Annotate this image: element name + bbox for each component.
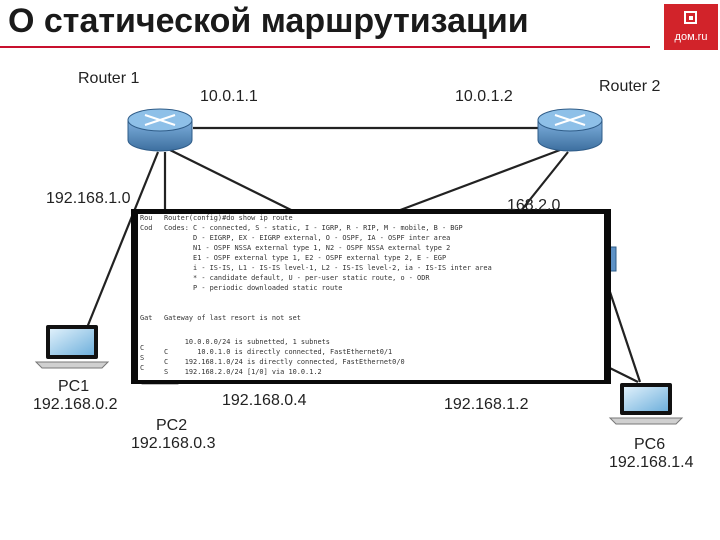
console-line: 10.0.0.0/24 is subnetted, 1 subnets — [164, 338, 330, 346]
router2-icon — [537, 108, 603, 152]
console-back-line: S — [140, 354, 145, 362]
console-back-panel: Rou Cod Gat C S C — [138, 214, 162, 380]
logo-text: дом.ru — [674, 31, 708, 43]
pc2-name-label: PC2 — [156, 417, 188, 434]
pc2-ip-label: 192.168.0.3 — [131, 435, 216, 452]
console-back-line: C — [140, 364, 145, 372]
console-back-line: Rou — [140, 214, 153, 222]
pc1-ip-label: 192.168.0.2 — [33, 396, 118, 413]
title-underline — [0, 46, 650, 48]
router1-icon — [127, 108, 193, 152]
pc6-icon — [608, 383, 684, 425]
console-line: P - periodic downloaded static route — [164, 284, 343, 292]
host-b-ip-label: 192.168.1.2 — [444, 396, 529, 413]
brand-logo: дом.ru — [664, 4, 718, 50]
console-line: D - EIGRP, EX - EIGRP external, O - OSPF… — [164, 234, 451, 242]
router1-lan-label: 192.168.1.0 — [46, 190, 131, 207]
router1-label: Router 1 — [78, 70, 140, 87]
console-line: i - IS-IS, L1 - IS-IS level-1, L2 - IS-I… — [164, 264, 492, 272]
logo-icon — [684, 11, 697, 24]
pc6-ip-label: 192.168.1.4 — [609, 454, 694, 471]
console-line: C 192.168.1.0/24 is directly connected, … — [164, 358, 405, 366]
pc6-name-label: PC6 — [634, 436, 666, 453]
console-line: N1 - OSPF NSSA external type 1, N2 - OSP… — [164, 244, 451, 252]
pc1-name-label: PC1 — [58, 378, 90, 395]
console-line: Router(config)#do show ip route — [164, 214, 293, 222]
link-router2-console — [519, 151, 569, 213]
console-back-line: Cod — [140, 224, 153, 232]
host-a-ip-label: 192.168.0.4 — [222, 392, 307, 409]
page-title: О статической маршрутизации — [8, 2, 529, 40]
link-router1-pc1 — [78, 151, 160, 346]
console-line: E1 - OSPF external type 1, E2 - OSPF ext… — [164, 254, 447, 262]
console-line: S 192.168.2.0/24 [1/0] via 10.0.1.2 — [164, 368, 322, 376]
pc1-icon — [34, 325, 110, 369]
console-back-line: C — [140, 344, 145, 352]
console-line: C 10.0.1.0 is directly connected, FastEt… — [164, 348, 393, 356]
console-route-output: Router(config)#do show ip route Codes: C… — [162, 214, 604, 380]
router2-ip-label: 10.0.1.2 — [455, 88, 513, 105]
console-line: * - candidate default, U - per-user stat… — [164, 274, 430, 282]
console-line: Gateway of last resort is not set — [164, 314, 301, 322]
router2-lan-label: 168.2.0 — [507, 197, 561, 214]
console-line: Codes: C - connected, S - static, I - IG… — [164, 224, 463, 232]
router1-ip-label: 10.0.1.1 — [200, 88, 258, 105]
router2-label: Router 2 — [599, 78, 661, 95]
link-router2-host — [394, 148, 561, 214]
console-back-line: Gat — [140, 314, 153, 322]
